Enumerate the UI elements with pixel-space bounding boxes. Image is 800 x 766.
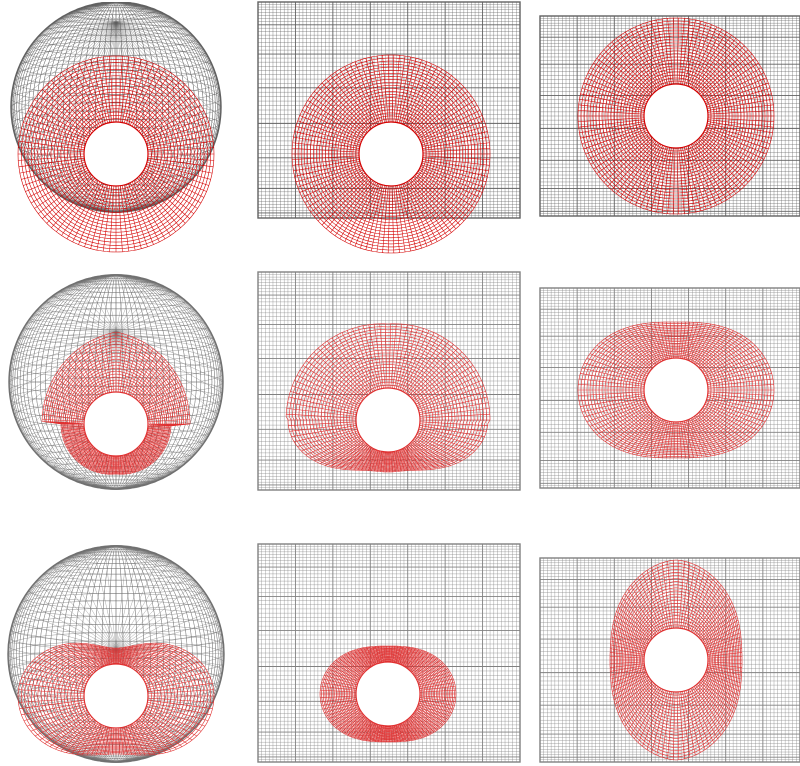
- red-patch: [577, 321, 775, 459]
- sphere-mesh-top: [6, 2, 228, 256]
- grid-lines: [257, 543, 521, 763]
- red-patch: [17, 642, 215, 756]
- sphere-mesh-middle: [6, 272, 228, 496]
- red-patch: [41, 331, 191, 475]
- sphere-mesh: [8, 274, 224, 490]
- red-patch: [285, 323, 491, 473]
- planar-grid-top-right: [538, 12, 800, 220]
- planar-grid-bottom-right: [538, 556, 800, 766]
- planar-grid-bottom-middle: [256, 542, 523, 766]
- red-patch: [577, 17, 775, 215]
- red-patch: [17, 55, 215, 253]
- red-patch: [291, 54, 491, 254]
- planar-grid-middle-middle: [256, 270, 523, 494]
- red-patch: [609, 559, 743, 761]
- planar-grid-middle-right: [538, 286, 800, 490]
- sphere-mesh-bottom: [6, 542, 228, 766]
- red-patch: [319, 645, 457, 743]
- planar-grid-top-middle: [256, 0, 523, 256]
